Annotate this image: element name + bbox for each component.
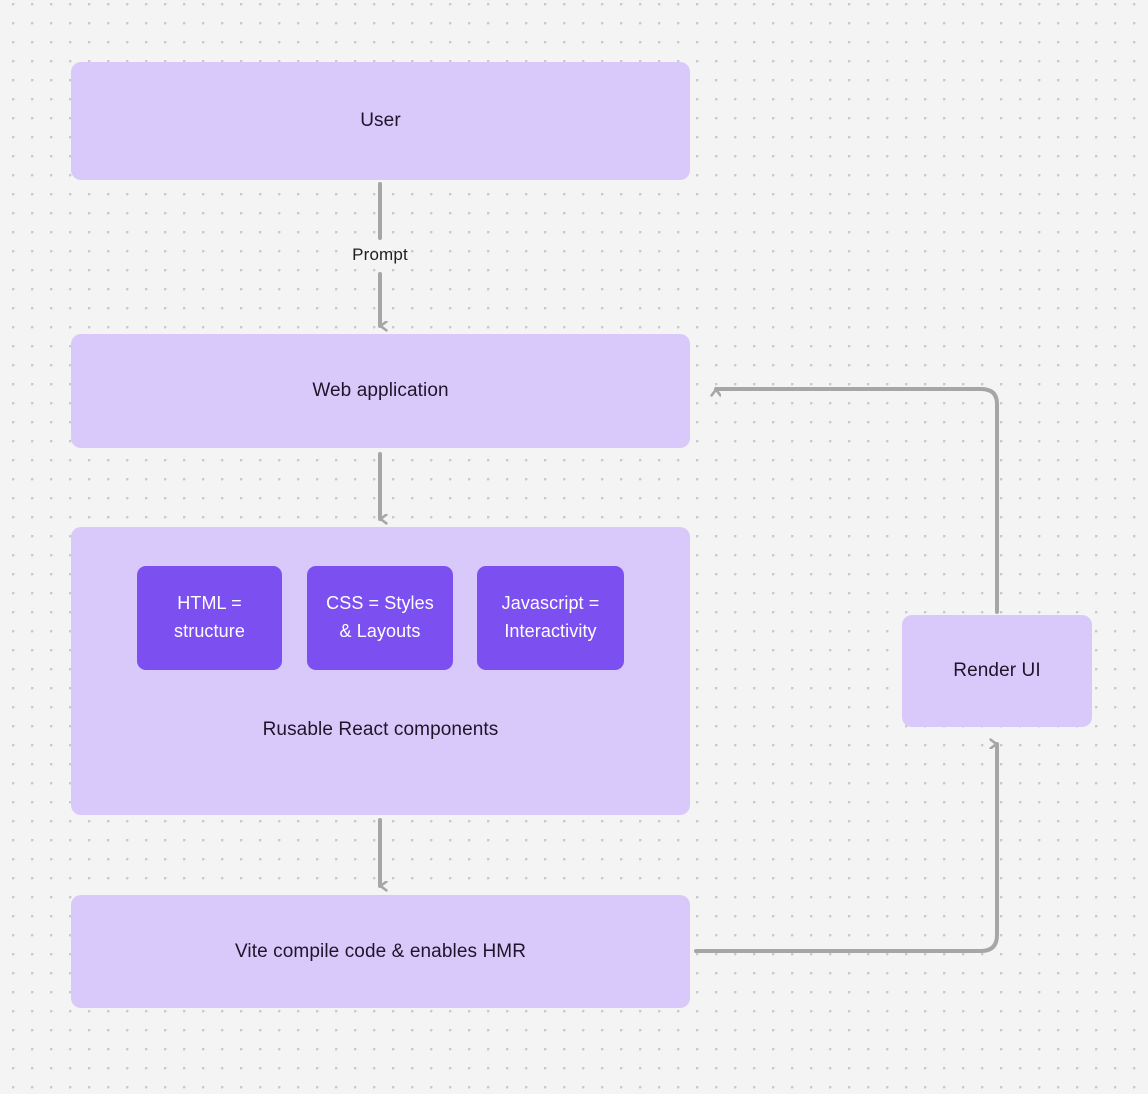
node-web-application-label: Web application bbox=[312, 380, 449, 402]
edge-vite-to-render bbox=[694, 744, 999, 953]
components-group-caption: Rusable React components bbox=[262, 719, 499, 740]
chip-css[interactable]: CSS = Styles & Layouts bbox=[307, 566, 453, 670]
edge-label-prompt: Prompt bbox=[330, 245, 430, 265]
node-web-application[interactable]: Web application bbox=[71, 334, 690, 448]
node-components-group[interactable]: HTML = structure CSS = Styles & Layouts … bbox=[71, 527, 690, 815]
node-user[interactable]: User bbox=[71, 62, 690, 180]
node-vite[interactable]: Vite compile code & enables HMR bbox=[71, 895, 690, 1008]
chip-css-label: CSS = Styles & Layouts bbox=[326, 593, 434, 641]
node-render-ui-label: Render UI bbox=[953, 660, 1041, 682]
chip-javascript-label: Javascript = Interactivity bbox=[501, 593, 600, 641]
node-vite-label: Vite compile code & enables HMR bbox=[234, 940, 527, 962]
node-user-label: User bbox=[360, 110, 401, 132]
chip-javascript[interactable]: Javascript = Interactivity bbox=[477, 566, 624, 670]
chip-html-label: HTML = structure bbox=[174, 593, 245, 641]
node-render-ui[interactable]: Render UI bbox=[902, 615, 1092, 727]
edge-label-prompt-text: Prompt bbox=[352, 245, 408, 264]
chip-html[interactable]: HTML = structure bbox=[137, 566, 282, 670]
edge-render-to-webapp bbox=[716, 387, 999, 614]
